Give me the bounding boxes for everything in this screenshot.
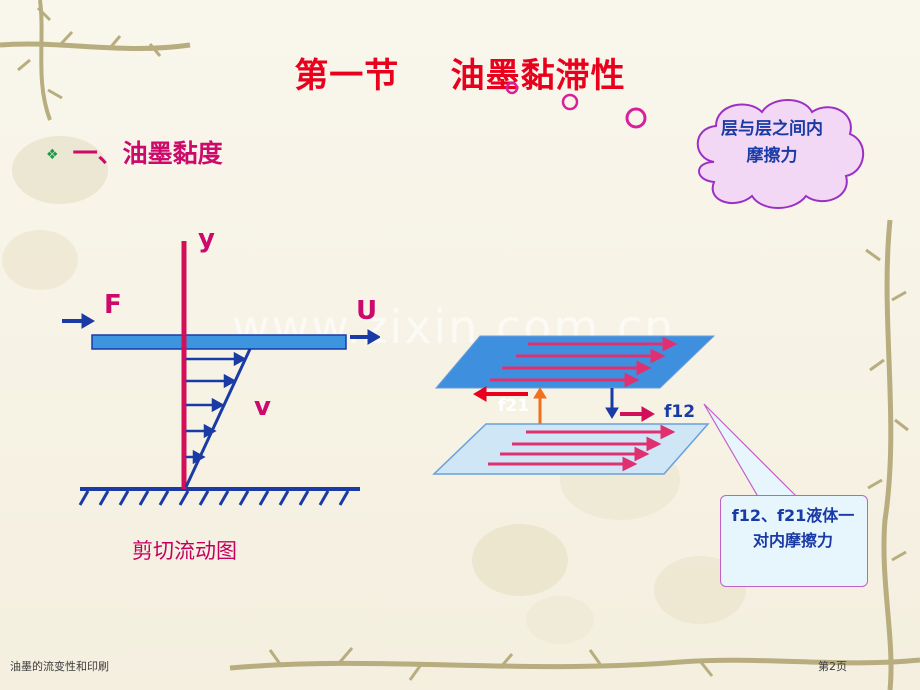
velocity-arrow-u bbox=[350, 329, 380, 345]
velocity-label-u: U bbox=[356, 296, 378, 326]
upper-layer bbox=[434, 335, 716, 389]
bullet-diamond-icon: ❖ bbox=[46, 147, 59, 163]
velocity-profile-line bbox=[184, 348, 252, 488]
cloud-shape bbox=[696, 99, 865, 209]
ground-hatch bbox=[78, 490, 350, 506]
f21-arrow bbox=[473, 386, 528, 402]
f12-label: f12 bbox=[664, 402, 696, 422]
page-number: 第2页 bbox=[818, 660, 847, 673]
upper-layer-arrows bbox=[490, 336, 678, 388]
moving-plate bbox=[91, 334, 347, 350]
callout-text: f12、f21液体一对内摩擦力 bbox=[731, 506, 855, 550]
callout-pointer bbox=[703, 403, 802, 501]
bullet-item: ❖ 一、油墨黏度 bbox=[46, 134, 223, 170]
bullet-text: 一、油墨黏度 bbox=[72, 139, 223, 168]
down-arrow bbox=[605, 388, 619, 419]
diagram-caption: 剪切流动图 bbox=[132, 539, 237, 563]
decorative-circles bbox=[505, 81, 647, 129]
footer-title: 油墨的流变性和印刷 bbox=[10, 660, 109, 673]
fluid-layers-diagram bbox=[432, 335, 716, 475]
profile-label-v: v bbox=[254, 392, 271, 422]
shear-flow-diagram bbox=[62, 241, 380, 506]
callout-box bbox=[720, 495, 868, 587]
cloud-text: 层与层之间内摩擦力 bbox=[721, 119, 823, 166]
slide-title: 第一节 油墨黏滞性 bbox=[294, 56, 626, 96]
force-label: F bbox=[104, 290, 122, 320]
up-arrow bbox=[533, 387, 547, 424]
lower-layer bbox=[432, 423, 710, 475]
force-arrow bbox=[62, 313, 95, 329]
y-axis-label: y bbox=[198, 224, 215, 254]
lower-layer-arrows bbox=[488, 424, 676, 472]
f21-label: f21 bbox=[498, 396, 530, 416]
f12-arrow bbox=[620, 406, 655, 422]
velocity-arrows bbox=[186, 351, 247, 465]
